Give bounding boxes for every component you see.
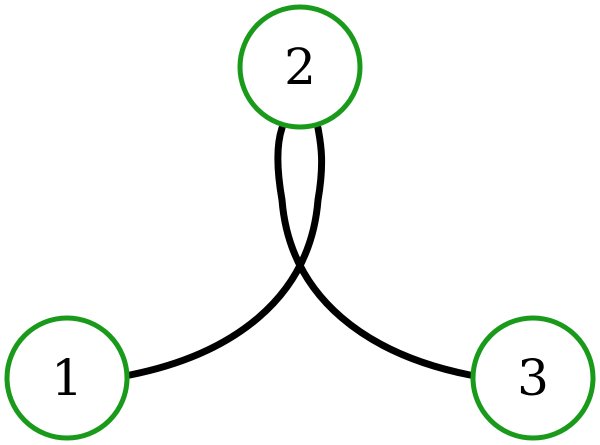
node-3-label: 3 bbox=[517, 349, 549, 407]
edge-2-3 bbox=[274, 124, 474, 379]
node-3-circle bbox=[470, 315, 596, 441]
node-1-circle bbox=[4, 315, 130, 441]
node-2: 2 bbox=[237, 4, 363, 130]
node-2-circle bbox=[237, 4, 363, 130]
node-3: 3 bbox=[470, 315, 596, 441]
node-1: 1 bbox=[4, 315, 130, 441]
node-1-label: 1 bbox=[51, 349, 83, 407]
node-2-label: 2 bbox=[284, 38, 316, 96]
edge-1-2 bbox=[126, 124, 326, 379]
